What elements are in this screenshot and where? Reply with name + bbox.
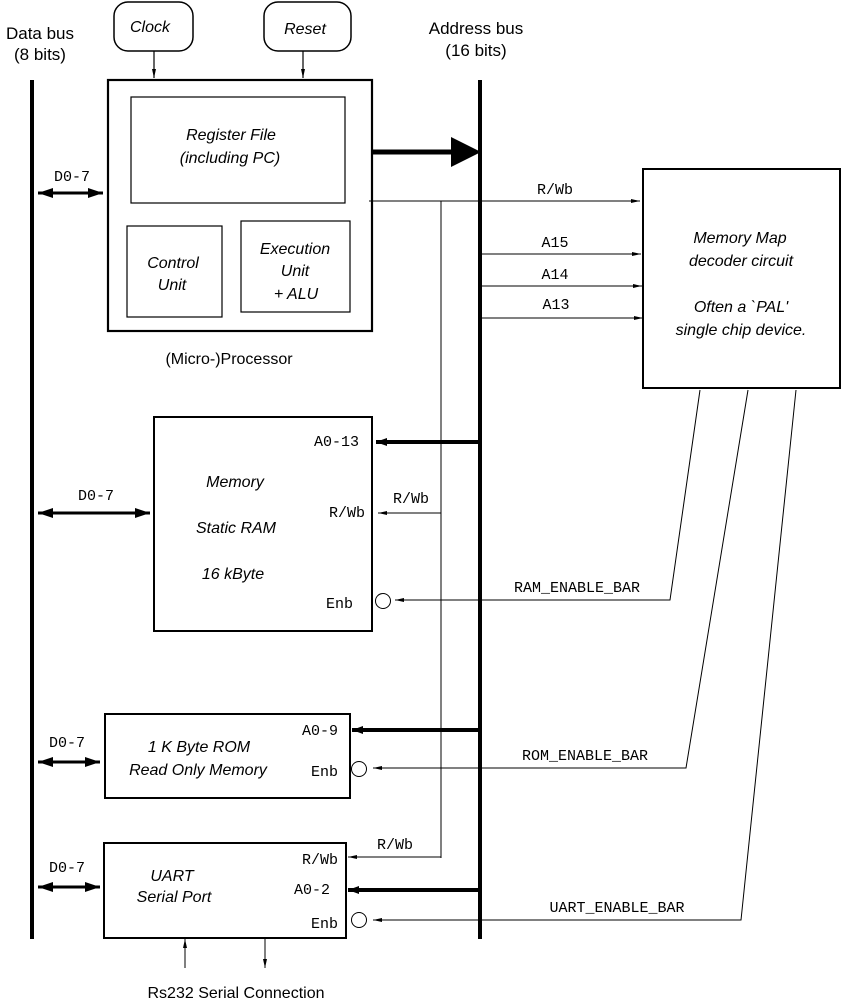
uart-enable-inversion-bubble [351,912,367,928]
processor-caption: (Micro-)Processor [165,351,293,368]
uart-block: UART Serial Port R/Wb A0-2 Enb [103,842,367,939]
rom-address-pin: A0-9 [302,723,338,740]
rom-enable-inversion-bubble [351,761,367,777]
rom-title: 1 K Byte ROM [148,739,251,756]
rom-enable-signal-label: ROM_ENABLE_BAR [522,748,648,765]
rom-enable-pin: Enb [311,764,338,781]
ram-type: Static RAM [196,520,277,537]
execution-unit-label: Execution [260,241,330,258]
rom-data-label: D0-7 [49,735,85,752]
ram-rw-wire-label: R/Wb [393,491,429,508]
decoder-note-line1: Often a `PAL' [694,299,789,316]
register-file-sublabel: (including PC) [180,150,280,167]
ram-enable-inversion-bubble [375,593,391,609]
uart-box [103,842,347,939]
address-bus-label: Address bus [429,19,524,38]
data-bus-label: Data bus [6,24,74,43]
decoder-input-a14-label: A14 [541,267,568,284]
memory-map-decoder: Memory Map decoder circuit Often a `PAL'… [642,168,841,389]
register-file-box [130,96,346,204]
ram-enable-wire [400,389,701,601]
alu-label: + ALU [274,286,319,303]
uart-address-pin: A0-2 [294,882,330,899]
decoder-note-line2: single chip device. [676,322,807,339]
uart-rw-pin: R/Wb [302,852,338,869]
uart-title: UART [150,868,194,885]
data-bus-width-label: (8 bits) [14,45,66,64]
processor-block: Register File (including PC) Control Uni… [106,78,374,368]
ram-title: Memory [206,474,265,491]
rom-box [104,713,351,799]
processor-data-label: D0-7 [54,169,90,186]
decoder-title: Memory Map [693,230,786,247]
register-file-label: Register File [186,127,276,144]
address-bus-width-label: (16 bits) [445,41,506,60]
control-unit-sublabel: Unit [158,277,187,294]
execution-unit-sublabel: Unit [281,263,310,280]
decoder-box [642,168,841,389]
uart-enable-signal-label: UART_ENABLE_BAR [549,900,684,917]
reset-input-box [263,1,352,52]
rom-enable-wire [397,389,749,769]
ram-enable-signal-label: RAM_ENABLE_BAR [514,580,640,597]
ram-enable-pin: Enb [326,596,353,613]
control-unit-box [126,225,223,318]
uart-subtitle: Serial Port [137,889,212,906]
decoder-input-rw-label: R/Wb [537,182,573,199]
uart-enable-pin: Enb [311,916,338,933]
ram-address-pin: A0-13 [314,434,359,451]
execution-unit-box [240,220,351,313]
decoder-input-a15-label: A15 [541,235,568,252]
clock-label: Clock [130,19,171,36]
ram-data-label: D0-7 [78,488,114,505]
ram-block: Memory Static RAM 16 kByte A0-13 R/Wb En… [153,416,391,632]
ram-box [153,416,373,632]
rom-subtitle: Read Only Memory [129,762,268,779]
ram-rw-pin: R/Wb [329,505,365,522]
rom-block: 1 K Byte ROM Read Only Memory A0-9 Enb [104,713,367,799]
serial-connection-caption: Rs232 Serial Connection [148,985,325,1002]
decoder-input-a13-label: A13 [542,297,569,314]
uart-enable-wire [397,389,797,921]
uart-rw-wire-label: R/Wb [377,837,413,854]
reset-label: Reset [284,21,326,38]
ram-size: 16 kByte [202,566,264,583]
control-unit-label: Control [147,255,199,272]
decoder-subtitle: decoder circuit [689,253,794,270]
uart-data-label: D0-7 [49,860,85,877]
